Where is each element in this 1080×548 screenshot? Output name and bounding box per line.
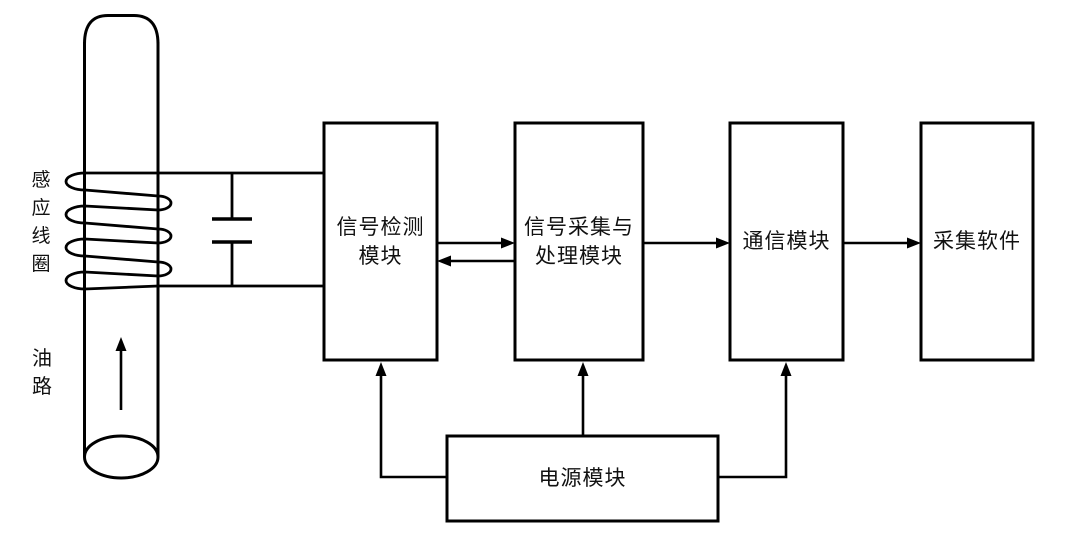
block-power-label: 电源模块 [538, 466, 627, 490]
induction-coil [64, 171, 324, 291]
block-signal-detection-line2: 模块 [358, 243, 403, 268]
block-communication-box [728, 121, 845, 362]
block-communication: 通信模块 [730, 123, 843, 360]
block-software-box [919, 121, 1035, 362]
block-signal-detection-box [322, 121, 439, 362]
arrow-communication-to-software [843, 237, 921, 249]
block-signal-detection: 信号检测 模块 [324, 123, 437, 360]
pipe-outline [83, 14, 160, 480]
arrow-detection-to-processing [437, 237, 515, 249]
block-acquisition-processing-line2: 处理模块 [535, 243, 623, 268]
coil-label: 感应线圈 [31, 170, 51, 275]
pipe-label: 油路 [32, 348, 52, 398]
block-signal-detection-line1: 信号检测 [336, 214, 425, 239]
arrow-processing-to-detection [437, 255, 515, 267]
block-communication-label: 通信模块 [742, 229, 831, 253]
flow-arrow [115, 337, 127, 410]
block-power: 电源模块 [447, 436, 718, 521]
block-acquisition-processing: 信号采集与 处理模块 [515, 123, 643, 360]
block-power-box [445, 434, 720, 523]
block-software-label: 采集软件 [933, 229, 1021, 253]
arrow-processing-to-communication [643, 237, 730, 249]
arrow-power-to-processing [577, 362, 589, 436]
block-acquisition-processing-box [513, 121, 645, 362]
arrow-power-to-detection [375, 362, 447, 479]
block-acquisition-processing-line1: 信号采集与 [524, 214, 634, 239]
capacitor [212, 173, 252, 286]
block-software: 采集软件 [921, 123, 1033, 360]
arrow-power-to-communication [718, 362, 792, 479]
